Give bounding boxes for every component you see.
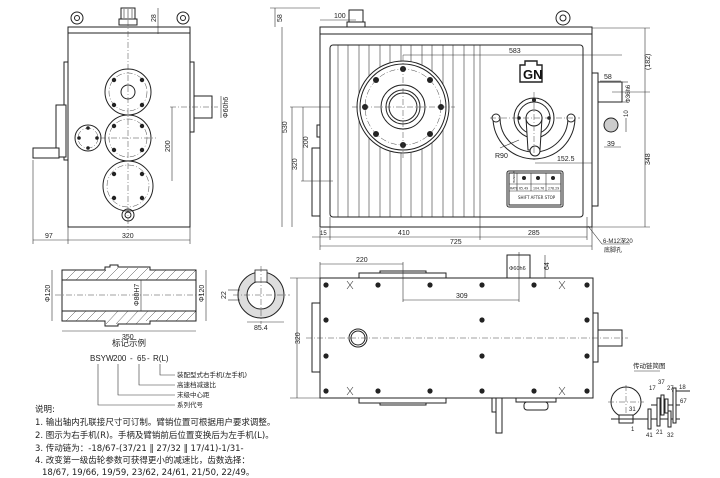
label-center-distance: 末级中心距 [177, 390, 210, 399]
svg-text:104.76: 104.76 [533, 187, 544, 191]
tooth-count: 32 [667, 433, 674, 439]
note-item: 1. 输出轴内孔联接尺寸可订制。臂销位置可根据用户要求调整。 [35, 417, 275, 428]
code-ratio: 65 [137, 354, 146, 363]
dim-320-depth: 320 [295, 332, 302, 344]
dim-583: 583 [509, 48, 521, 55]
svg-text:RATE: RATE [510, 187, 518, 191]
code-center-distance: 200 [113, 354, 127, 363]
side-view: 97 320 28 200 Φ60h6 [32, 7, 230, 244]
dim-od-right: Φ120 [199, 285, 206, 302]
label-ratio: 高速档减速比 [177, 380, 217, 389]
front-view: GN HANDLE RATE 65.49 104.76 278.29 SHIFT… [270, 7, 652, 254]
dim-220: 220 [356, 257, 368, 264]
code-hand: R(L) [153, 354, 169, 363]
dim-58-right: 58 [604, 74, 612, 81]
shift-handle[interactable] [490, 92, 580, 160]
lifting-eye [555, 10, 571, 26]
notes: 说明: 1. 输出轴内孔联接尺寸可订制。臂销位置可根据用户要求调整。 2. 图示… [35, 404, 275, 478]
hollow-shaft-section: Φ120 Φ80H7 Φ120 350 22 85.4 [45, 264, 290, 341]
notes-title: 说明: [35, 404, 55, 415]
foot-hole-spec: 6-M12深20 [603, 237, 633, 245]
dim-309: 309 [456, 293, 468, 300]
dim-39: 39 [607, 141, 615, 148]
lifting-eye-right [176, 11, 190, 25]
foot-hole-label: 底脚孔 [604, 246, 622, 254]
dim-shaft-top: Φ60h6 [509, 266, 526, 272]
note-item: 2. 图示为右手机(R)。手柄及臂销前后位置变换后为左手机(L)。 [35, 430, 274, 441]
label-hand: 装配型式右手机(左手机) [177, 370, 247, 379]
tooth-count: 18 [679, 385, 686, 391]
dim-64: 64 [544, 262, 551, 270]
gn-logo: GN [519, 60, 543, 83]
dim-od-left: Φ120 [45, 285, 52, 302]
dim-15: 15 [320, 231, 327, 237]
svg-text:SHIFT AFTER STOP: SHIFT AFTER STOP [518, 195, 556, 200]
dim-182: (182) [645, 54, 652, 70]
svg-text:278.29: 278.29 [548, 187, 559, 191]
hand-crank [32, 147, 60, 159]
dim-200-front: 200 [303, 136, 310, 148]
marking-example: 标记示例 BSYW 200 - 65 - R(L) 装配型式右手机(左手机) 高… [90, 338, 247, 409]
dim-410: 410 [398, 230, 410, 237]
code-series: BSYW [90, 354, 114, 363]
label-series: 系列代号 [177, 400, 204, 409]
tooth-count: 31 [629, 407, 636, 413]
tooth-count: 1 [631, 427, 635, 433]
tooth-count: 41 [646, 433, 653, 439]
dim-97: 97 [45, 233, 53, 240]
code-separator: - [130, 354, 133, 363]
svg-text:GN: GN [523, 67, 543, 82]
transmission-diagram: 传动链简图 17 37 27 18 67 31 1 41 21 32 [608, 361, 690, 439]
dim-725: 725 [450, 239, 462, 246]
dim-285: 285 [528, 230, 540, 237]
dim-bore: Φ80H7 [134, 284, 141, 306]
tooth-count: 21 [656, 430, 663, 436]
note-item: 3. 传动链为：-18/67-(37/21 ‖ 27/32 ‖ 17/41)-1… [35, 443, 244, 454]
dim-key-width: 22 [221, 291, 228, 299]
note-item: 4. 改变第一级齿轮参数可获得更小的减速比，齿数选择： [35, 455, 250, 466]
dim-200: 200 [165, 140, 172, 152]
dim-10: 10 [624, 110, 630, 117]
tooth-count: 37 [658, 380, 665, 386]
dim-320: 320 [122, 233, 134, 240]
diagram-title: 传动链简图 [633, 361, 666, 370]
note-item: 18/67, 19/66, 19/59, 23/62, 24/61, 21/50… [42, 468, 254, 478]
dim-36h6: Φ36h6 [626, 84, 632, 103]
svg-text:65.49: 65.49 [519, 187, 528, 191]
code-separator: - [147, 354, 150, 363]
rate-plate: HANDLE RATE 65.49 104.76 278.29 SHIFT AF… [506, 170, 564, 208]
tooth-count: 67 [680, 399, 687, 405]
dim-keyway-depth: 85.4 [254, 325, 268, 332]
plan-view: 220 309 Φ60h6 64 320 [290, 252, 628, 434]
dim-530: 530 [282, 121, 289, 133]
dim-348: 348 [645, 153, 652, 165]
tooth-count: 27 [667, 386, 674, 392]
dim-shaft-diameter: Φ60h6 [223, 97, 230, 118]
dim-58-top: 58 [277, 14, 284, 22]
tooth-count: 17 [649, 386, 656, 392]
dim-320-height: 320 [292, 158, 299, 170]
dim-28: 28 [151, 14, 158, 22]
dim-152-5: 152.5 [557, 156, 575, 163]
marking-title: 标记示例 [112, 338, 146, 349]
svg-text:HANDLE: HANDLE [512, 171, 516, 183]
dim-r90: R90 [495, 153, 508, 160]
dim-100: 100 [334, 13, 346, 20]
dim-length: 350 [122, 334, 134, 341]
lifting-eye-left [70, 11, 84, 25]
